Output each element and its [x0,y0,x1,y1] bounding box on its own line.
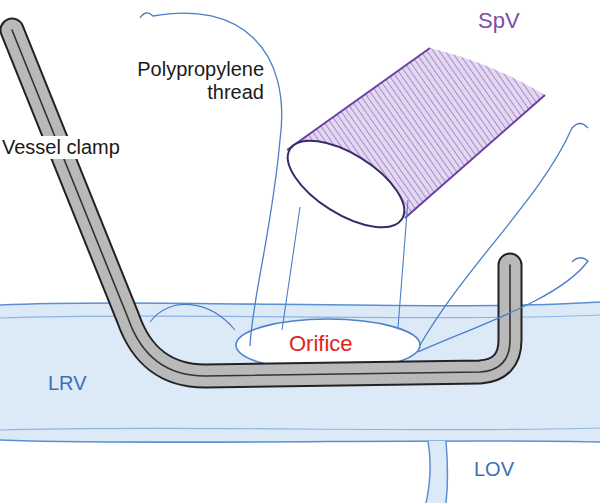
ovarian-vein [426,441,447,503]
vein-edge [0,428,600,430]
splenic-vein-opening [274,124,418,245]
vessel-label: LRV [46,372,89,395]
suture-thread [150,304,235,330]
thread-label: Polypropylene thread [92,58,266,104]
vein-edge [0,440,600,442]
suture-thread [420,124,588,346]
suture-thread [398,200,408,328]
vessel-label: LOV [472,458,516,481]
splenic-vein-edge [287,48,430,150]
vessel-label: SpV [476,8,522,33]
splenic-vein-edge [405,95,545,218]
suture-thread [282,207,300,330]
suture-thread [418,258,588,352]
instrument-label: Vessel clamp [0,136,122,159]
vein-edge [446,441,448,503]
vein-edge [426,441,430,503]
orifice-label: Orifice [287,331,355,356]
